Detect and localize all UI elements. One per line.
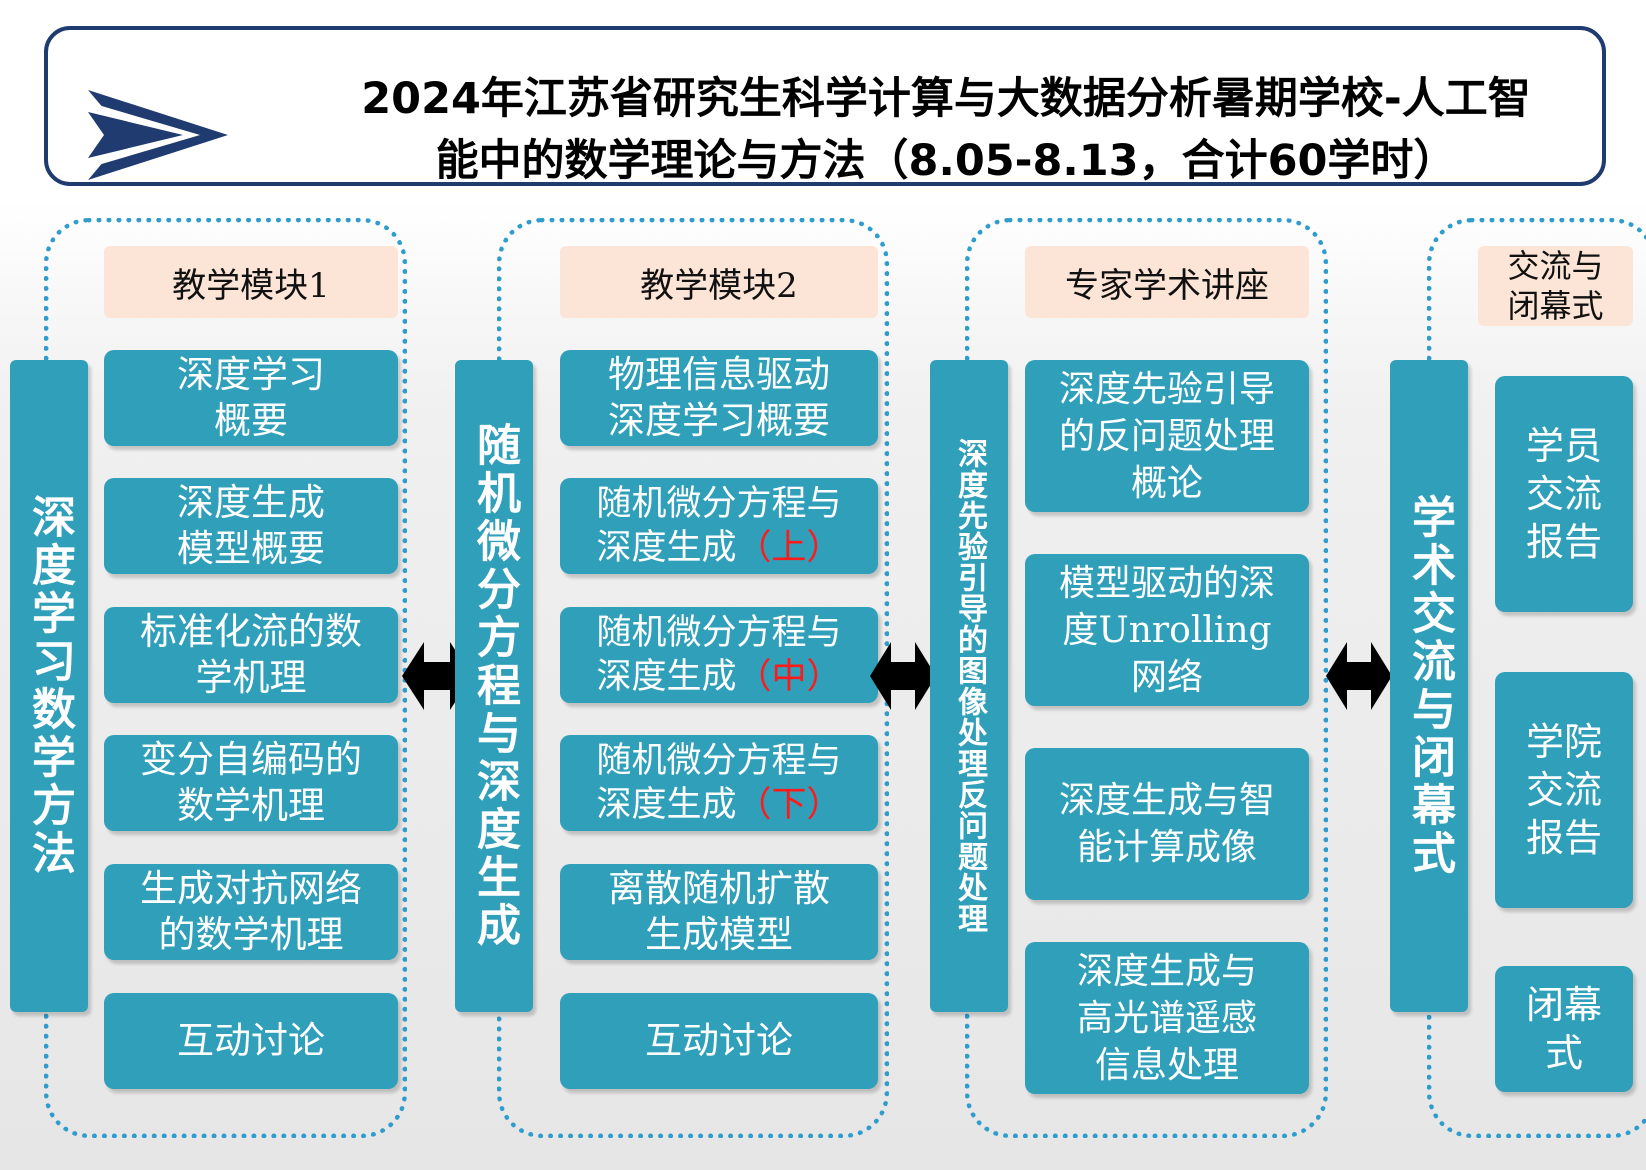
page-title: 2024年江苏省研究生科学计算与大数据分析暑期学校-人工智 能中的数学理论与方法… bbox=[260, 68, 1632, 192]
closing-item: 闭幕式 bbox=[1495, 966, 1633, 1092]
lecture-item: 深度生成与高光谱遥感信息处理 bbox=[1025, 942, 1309, 1094]
double-arrow-icon bbox=[1326, 642, 1392, 710]
module-1-item: 深度生成模型概要 bbox=[104, 478, 398, 574]
module-1-item: 深度学习概要 bbox=[104, 350, 398, 446]
module-2-item: 互动讨论 bbox=[560, 993, 878, 1089]
part-marker: （中） bbox=[736, 657, 842, 697]
lecture-item: 深度先验引导的反问题处理概论 bbox=[1025, 360, 1309, 512]
double-arrow-icon bbox=[402, 642, 472, 710]
chevron-arrow-icon bbox=[88, 90, 228, 180]
lectures-bar: 深度先验引导的图像处理反问题处理 bbox=[930, 360, 1008, 1012]
closing-item: 学员交流报告 bbox=[1495, 376, 1633, 612]
closing-item: 学院交流报告 bbox=[1495, 672, 1633, 908]
module-2-header: 教学模块2 bbox=[560, 246, 878, 318]
closing-header: 交流与闭幕式 bbox=[1478, 246, 1633, 326]
module-1-item: 变分自编码的数学机理 bbox=[104, 735, 398, 831]
part-marker: （上） bbox=[736, 528, 842, 568]
module-1-item: 生成对抗网络的数学机理 bbox=[104, 864, 398, 960]
module-1-item: 标准化流的数学机理 bbox=[104, 607, 398, 703]
module-1-item: 互动讨论 bbox=[104, 993, 398, 1089]
module-1-bar: 深度学习数学方法 bbox=[10, 360, 88, 1012]
lecture-item: 模型驱动的深度Unrolling网络 bbox=[1025, 554, 1309, 706]
closing-bar: 学术交流与闭幕式 bbox=[1390, 360, 1468, 1012]
module-2-item: 随机微分方程与深度生成（中） bbox=[560, 607, 878, 703]
module-1-header: 教学模块1 bbox=[104, 246, 398, 318]
title-line-2: 能中的数学理论与方法（8.05-8.13，合计60学时） bbox=[435, 136, 1457, 186]
part-marker: （下） bbox=[736, 785, 842, 825]
module-2-bar: 随机微分方程与深度生成 bbox=[455, 360, 533, 1012]
module-2-item: 随机微分方程与深度生成（下） bbox=[560, 735, 878, 831]
lecture-item: 深度生成与智能计算成像 bbox=[1025, 748, 1309, 900]
lectures-header: 专家学术讲座 bbox=[1025, 246, 1309, 318]
module-2-item: 随机微分方程与深度生成（上） bbox=[560, 478, 878, 574]
title-banner: 2024年江苏省研究生科学计算与大数据分析暑期学校-人工智 能中的数学理论与方法… bbox=[44, 26, 1606, 186]
module-2-item: 离散随机扩散生成模型 bbox=[560, 864, 878, 960]
module-2-item: 物理信息驱动深度学习概要 bbox=[560, 350, 878, 446]
title-line-1: 2024年江苏省研究生科学计算与大数据分析暑期学校-人工智 bbox=[361, 74, 1531, 124]
double-arrow-icon bbox=[870, 642, 936, 710]
